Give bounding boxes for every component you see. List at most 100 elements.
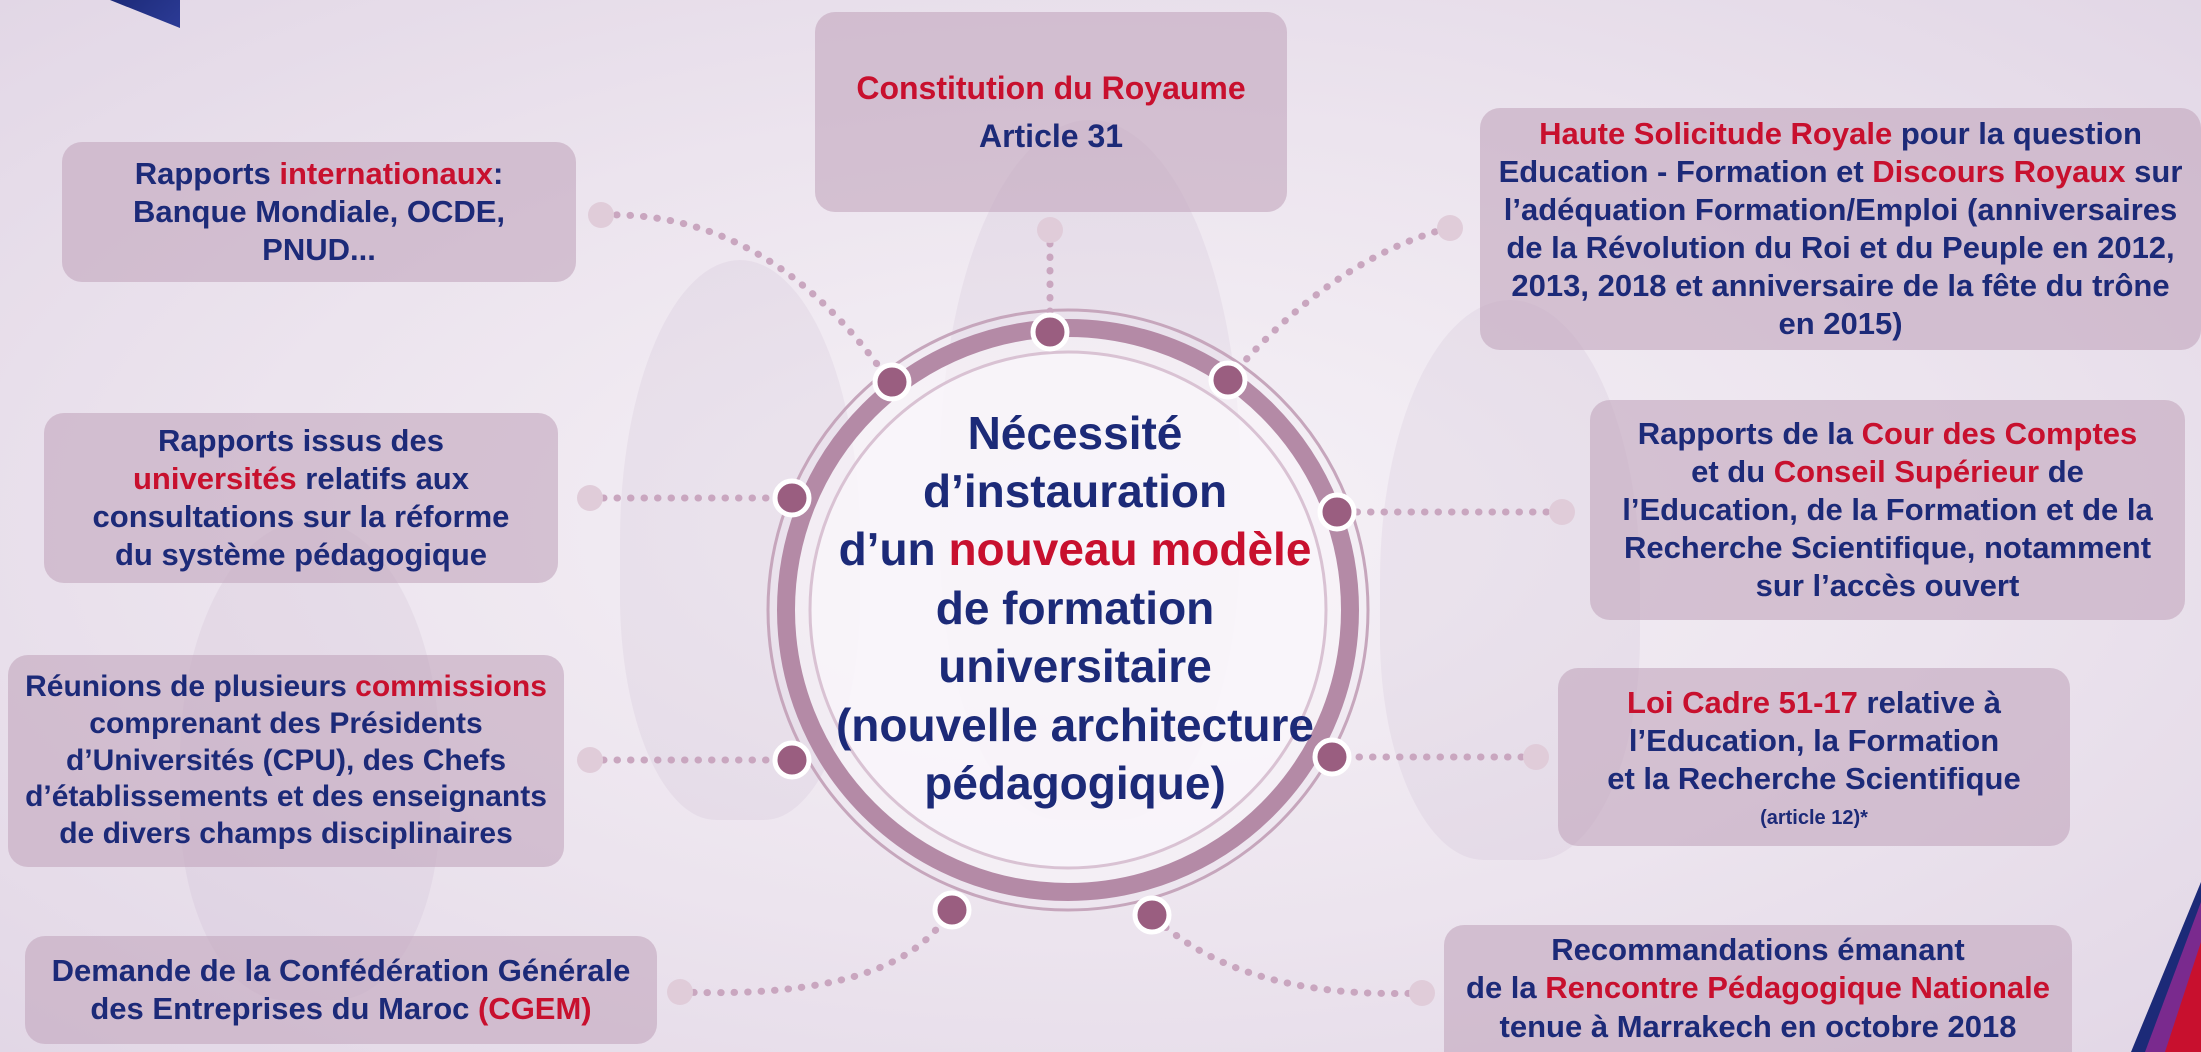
text-segment: l’Education, de la Formation et de la	[1622, 491, 2153, 527]
text-line: d’Universités (CPU), des Chefs	[66, 743, 506, 780]
text-segment: Réunions de plusieurs	[25, 669, 356, 703]
connector-cgem	[676, 906, 954, 997]
text-segment: Article 31	[978, 118, 1124, 154]
text-segment: comprenant des Présidents	[89, 706, 483, 740]
corner-flag-shape	[110, 0, 180, 28]
connector-recommandations	[1148, 911, 1426, 997]
text-line: d’établissements et des enseignants	[25, 779, 547, 816]
text-segment: Education - Formation et	[1498, 153, 1873, 189]
highlighted-text: Rencontre Pédagogique Nationale	[1545, 970, 2050, 1006]
text-line: de la Rencontre Pédagogique Nationale	[1466, 969, 2050, 1007]
terminal-dot	[667, 979, 693, 1005]
text-line: Constitution du Royaume	[856, 64, 1245, 112]
terminal-dot	[588, 202, 614, 228]
text-segment: d’établissements et des enseignants	[25, 780, 547, 814]
text-line: Rapports internationaux:	[135, 155, 504, 193]
text-segment: relatifs aux	[296, 460, 469, 496]
text-segment: de la	[1466, 970, 1546, 1006]
connector-haute-solicitude	[1224, 224, 1452, 384]
text-segment: de divers champs disciplinaires	[59, 817, 513, 851]
text-line: d’instauration	[923, 462, 1227, 520]
box-rapports-internationaux: Rapports internationaux:Banque Mondiale,…	[62, 142, 576, 282]
highlighted-text: Conseil Supérieur	[1773, 453, 2040, 489]
text-segment: relative à	[1857, 684, 2001, 720]
text-segment: (nouvelle architecture	[835, 698, 1315, 751]
text-segment: Recommandations émanant	[1551, 932, 1965, 968]
text-line: sur l’accès ouvert	[1756, 567, 2020, 605]
text-segment: des Entreprises du Maroc	[90, 991, 478, 1026]
text-line: pédagogique)	[924, 754, 1226, 812]
text-line: (nouvelle architecture	[836, 696, 1314, 754]
highlighted-text: Discours Royaux	[1872, 153, 2126, 189]
text-segment: d’Universités (CPU), des Chefs	[65, 743, 507, 777]
text-line: universitaire	[938, 637, 1212, 695]
text-line: d’un nouveau modèle	[839, 520, 1312, 578]
text-segment: l’Education, la Formation	[1628, 722, 2000, 758]
text-line: Nécessité	[968, 404, 1183, 462]
box-haute-solicitude: Haute Solicitude Royale pour la question…	[1480, 108, 2201, 350]
text-line: en 2015)	[1778, 305, 1902, 343]
text-segment: Banque Mondiale, OCDE,	[132, 193, 506, 229]
text-line: (article 12)*	[1760, 806, 1868, 831]
text-line: l’Education, la Formation	[1629, 722, 1999, 760]
text-line: Recommandations émanant	[1551, 931, 1964, 969]
text-segment: 2013, 2018 et anniversaire de la fête du…	[1511, 268, 2170, 304]
text-segment: sur l’accès ouvert	[1755, 568, 2020, 604]
text-line: de divers champs disciplinaires	[59, 816, 513, 853]
text-segment: PNUD...	[262, 232, 376, 268]
text-line: universités relatifs aux	[133, 460, 469, 498]
text-segment: sur	[2125, 153, 2183, 189]
text-line: tenue à Marrakech en octobre 2018	[1500, 1008, 2017, 1046]
text-line: l’Education, de la Formation et de la	[1622, 491, 2153, 529]
text-segment: en 2015)	[1778, 306, 1903, 342]
text-segment: de formation	[935, 581, 1215, 634]
text-line: Loi Cadre 51-17 relative à	[1627, 684, 2001, 722]
text-segment: :	[492, 155, 504, 191]
highlighted-text: internationaux	[279, 155, 493, 191]
text-line: du système pédagogique	[115, 536, 487, 574]
text-line: des Entreprises du Maroc (CGEM)	[90, 990, 591, 1028]
highlighted-text: (CGEM)	[477, 991, 592, 1026]
ring-node	[1132, 895, 1172, 935]
highlighted-text: universités	[132, 460, 297, 496]
text-line: Rapports issus des	[158, 422, 444, 460]
highlighted-text: Haute Solicitude Royale	[1539, 115, 1893, 151]
text-segment: l’adéquation Formation/Emploi (anniversa…	[1503, 191, 2178, 227]
corner-stripe-shape	[2131, 882, 2201, 1052]
terminal-dot	[1409, 980, 1435, 1006]
text-segment: Rapports issus des	[158, 422, 444, 458]
text-segment: Rapports	[134, 155, 280, 191]
text-line: consultations sur la réforme	[93, 498, 510, 536]
text-line: de la Révolution du Roi et du Peuple en …	[1506, 229, 2174, 267]
terminal-dot	[577, 747, 603, 773]
ring-node	[872, 362, 912, 402]
text-segment: Demande de la Confédération Générale	[51, 952, 631, 988]
text-line: Education - Formation et Discours Royaux…	[1499, 153, 2183, 191]
text-segment: Nécessité	[967, 406, 1183, 459]
text-line: Demande de la Confédération Générale	[52, 952, 631, 990]
terminal-dot	[577, 485, 603, 511]
text-segment: de la Révolution du Roi et du Peuple en …	[1506, 230, 2175, 265]
text-segment: de	[2039, 453, 2084, 489]
text-segment: d’instauration	[922, 464, 1228, 517]
highlighted-text: Constitution du Royaume	[856, 70, 1246, 106]
highlighted-text: commissions	[355, 669, 547, 703]
text-segment: (article 12)*	[1760, 806, 1868, 829]
text-line: Banque Mondiale, OCDE,	[133, 193, 505, 231]
text-segment: pour la question	[1892, 115, 2142, 151]
text-segment: et du	[1691, 453, 1774, 489]
text-line: de formation	[936, 579, 1215, 637]
text-line: Recherche Scientifique, notamment	[1624, 529, 2151, 567]
text-line: Haute Solicitude Royale pour la question	[1539, 115, 2142, 153]
text-line: Article 31	[979, 112, 1123, 160]
text-line: comprenant des Présidents	[89, 706, 482, 743]
text-line: et la Recherche Scientifique	[1607, 760, 2020, 798]
